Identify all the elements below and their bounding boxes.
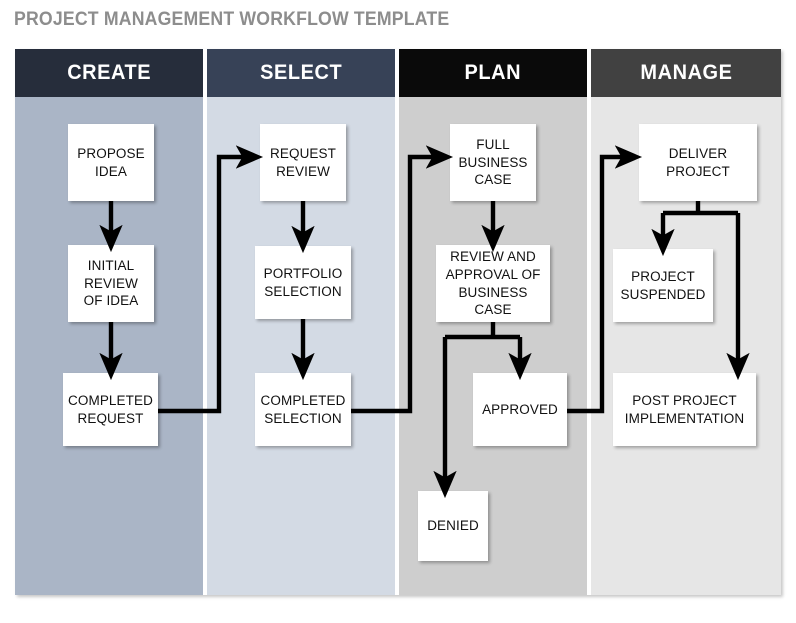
node-portfolio-selection[interactable]: PORTFOLIO SELECTION: [255, 246, 351, 319]
lane-header-label-select: SELECT: [259, 61, 343, 84]
page-title: PROJECT MANAGEMENT WORKFLOW TEMPLATE: [14, 9, 450, 30]
node-denied[interactable]: DENIED: [418, 491, 488, 561]
node-approved[interactable]: APPROVED: [473, 373, 567, 446]
node-label-post-project-implementation: POST PROJECT IMPLEMENTATION: [624, 392, 745, 426]
lane-header-label-manage: MANAGE: [639, 61, 733, 84]
node-completed-selection[interactable]: COMPLETED SELECTION: [255, 373, 351, 446]
node-label-project-suspended: PROJECT SUSPENDED: [620, 268, 706, 302]
lane-header-label-create: CREATE: [67, 61, 151, 84]
node-deliver-project[interactable]: DELIVER PROJECT: [639, 124, 757, 201]
lane-header-label-plan: PLAN: [464, 61, 522, 84]
node-label-denied: DENIED: [427, 518, 479, 534]
node-initial-review-of-idea[interactable]: INITIAL REVIEW OF IDEA: [68, 245, 154, 322]
node-label-full-business-case: FULL BUSINESS CASE: [458, 137, 528, 188]
lane-header-plan: PLAN: [399, 49, 587, 97]
node-review-and-approval-of-business-case[interactable]: REVIEW AND APPROVAL OF BUSINESS CASE: [436, 245, 550, 322]
node-full-business-case[interactable]: FULL BUSINESS CASE: [450, 124, 536, 201]
lane-header-manage: MANAGE: [591, 49, 781, 97]
lane-header-select: SELECT: [207, 49, 395, 97]
node-label-completed-request: COMPLETED REQUEST: [68, 392, 153, 426]
node-label-portfolio-selection: PORTFOLIO SELECTION: [263, 265, 343, 299]
node-post-project-implementation[interactable]: POST PROJECT IMPLEMENTATION: [613, 373, 756, 446]
node-label-request-review: REQUEST REVIEW: [270, 145, 336, 179]
node-label-approved: APPROVED: [482, 401, 558, 417]
node-project-suspended[interactable]: PROJECT SUSPENDED: [613, 249, 713, 322]
node-label-initial-review-of-idea: INITIAL REVIEW OF IDEA: [83, 258, 139, 309]
node-label-deliver-project: DELIVER PROJECT: [666, 145, 730, 179]
lane-header-create: CREATE: [15, 49, 203, 97]
node-propose-idea[interactable]: PROPOSE IDEA: [68, 124, 154, 201]
node-completed-request[interactable]: COMPLETED REQUEST: [63, 373, 158, 446]
node-label-completed-selection: COMPLETED SELECTION: [260, 392, 346, 426]
node-label-propose-idea: PROPOSE IDEA: [77, 145, 145, 179]
node-label-review-and-approval-of-business-case: REVIEW AND APPROVAL OF BUSINESS CASE: [445, 249, 541, 318]
node-request-review[interactable]: REQUEST REVIEW: [260, 124, 346, 201]
